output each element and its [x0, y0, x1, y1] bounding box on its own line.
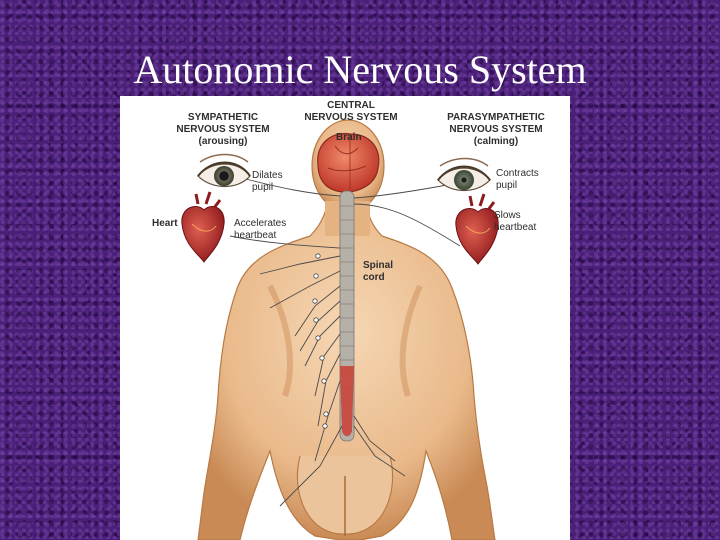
- left-eye-dilated: [197, 153, 251, 187]
- slows-heartbeat-label: Slows heartbeat: [494, 210, 537, 233]
- nervous-system-illustration: SYMPATHETIC NERVOUS SYSTEM (arousing) CE…: [120, 96, 570, 540]
- right-heart: [455, 193, 499, 265]
- heart-label: Heart: [152, 218, 178, 229]
- right-eye-contracted: [437, 157, 491, 192]
- contracts-pupil-label: Contracts pupil: [496, 168, 539, 191]
- dilates-pupil-label: Dilates pupil: [252, 170, 283, 193]
- spinal-cord-illustration: [339, 190, 355, 442]
- brain-label: Brain: [336, 132, 362, 143]
- parasympathetic-heading: PARASYMPATHETIC NERVOUS SYSTEM (calming): [447, 112, 545, 147]
- nerve-lines: [229, 177, 461, 507]
- accelerates-heartbeat-label: Accelerates heartbeat: [234, 218, 287, 241]
- central-heading: CENTRAL NERVOUS SYSTEM: [304, 100, 398, 123]
- anatomy-drawing: [181, 119, 499, 540]
- spinal-cord-label: Spinal cord: [363, 260, 394, 283]
- brain-illustration: [317, 132, 380, 193]
- slide-title: Autonomic Nervous System: [133, 47, 587, 92]
- sympathetic-heading: SYMPATHETIC NERVOUS SYSTEM (arousing): [176, 112, 270, 147]
- left-heart: [181, 191, 225, 263]
